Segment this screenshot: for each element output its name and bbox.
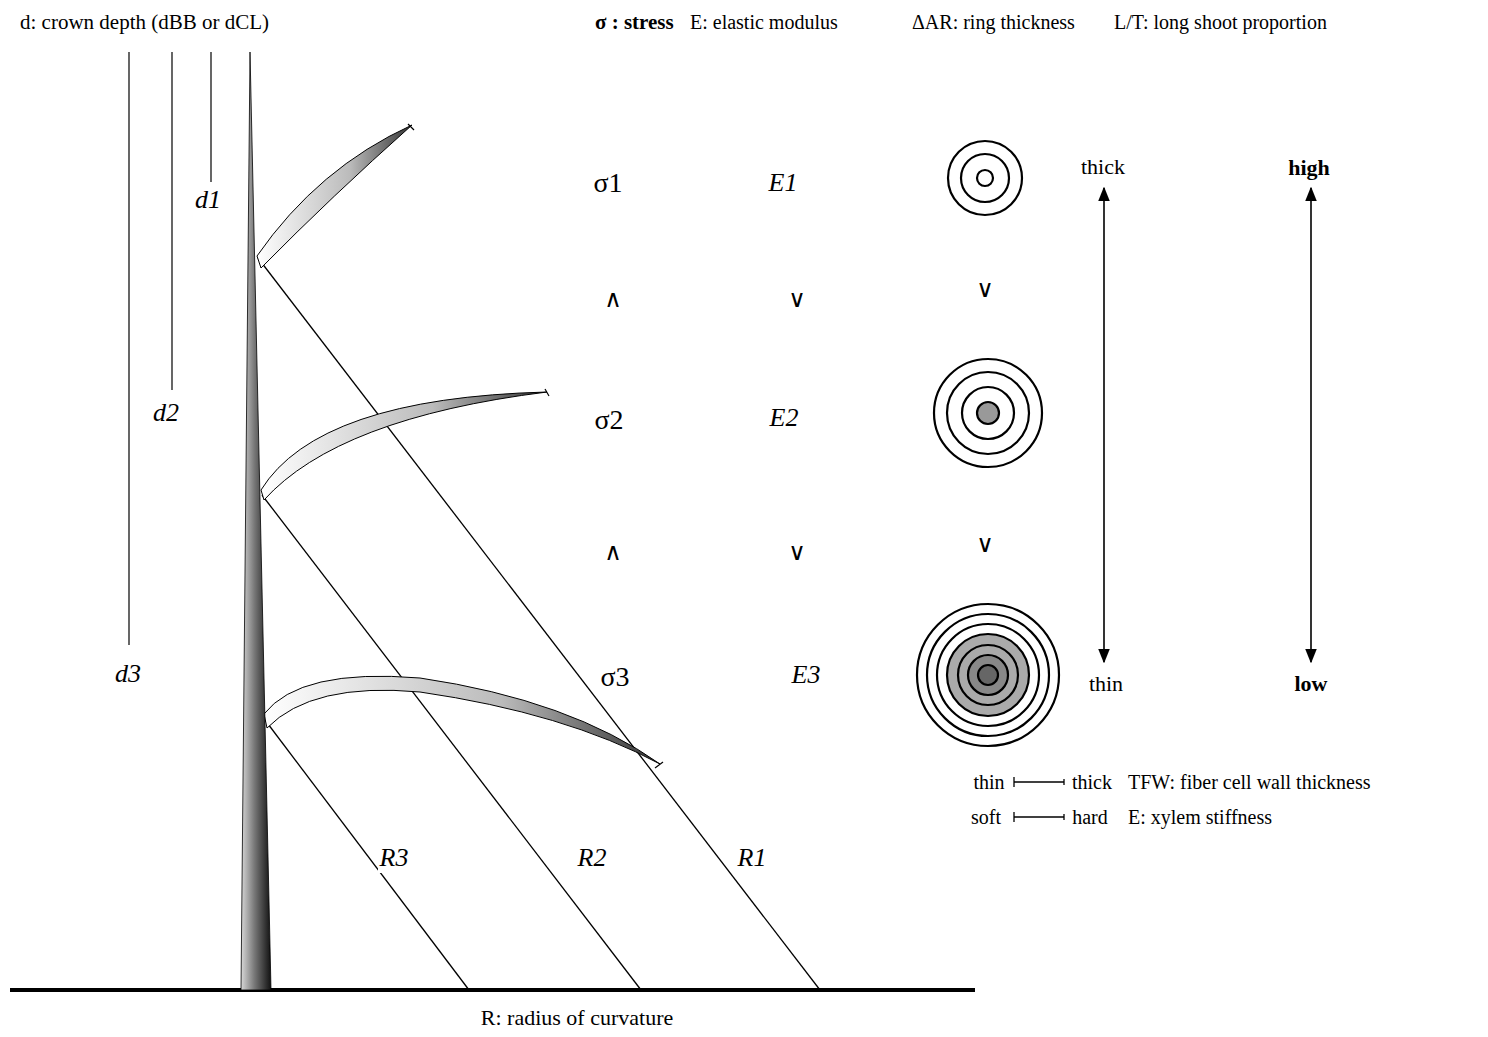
ring-core (978, 665, 998, 685)
depth-label: d3 (113, 659, 143, 689)
double-arrow (1310, 188, 1312, 662)
ring (962, 387, 1014, 439)
ring-core (977, 402, 999, 424)
stress-label: σ1 (591, 167, 624, 199)
modulus-label: E2 (768, 403, 801, 433)
radius-label: R1 (736, 843, 769, 873)
ring-core (968, 655, 1008, 695)
ring-section (917, 604, 1059, 746)
comparison-sign: ∨ (786, 286, 808, 314)
trunk-shape (241, 52, 271, 990)
ring-core (947, 634, 1029, 716)
comparison-sign: ∧ (602, 539, 624, 567)
ring-section (934, 359, 1042, 467)
branch-tip (408, 124, 414, 130)
depth-line (171, 52, 172, 390)
scale-bar (1014, 812, 1064, 822)
ring (961, 154, 1009, 202)
header-label: d: crown depth (dBB or dCL) (18, 10, 271, 34)
axis-end-label: low (1293, 671, 1330, 696)
scale-caption: E: xylem stiffness (1126, 806, 1274, 829)
branch-tip (655, 762, 663, 768)
axis-end-label: thick (1079, 154, 1127, 179)
header-label: ΔAR: ring thickness (910, 11, 1077, 34)
depth-label: d2 (151, 398, 181, 428)
depth-line (128, 52, 129, 645)
comparison-sign: ∨ (786, 539, 808, 567)
ring-section (948, 141, 1022, 215)
ground-line (10, 988, 975, 992)
ring (917, 604, 1059, 746)
radius-line (258, 258, 820, 990)
modulus-label: E1 (767, 168, 800, 198)
scale-end-label: thin (971, 771, 1006, 794)
header-label: σ : stress (593, 10, 676, 34)
double-arrow (1103, 188, 1105, 662)
radius-label: R2 (576, 843, 609, 873)
header-label: L/T: long shoot proportion (1112, 11, 1329, 34)
modulus-label: E3 (790, 660, 823, 690)
scale-caption: TFW: fiber cell wall thickness (1126, 771, 1373, 794)
ring (937, 624, 1039, 726)
scale-end-label: soft (969, 806, 1003, 829)
comparison-sign: ∧ (602, 286, 624, 314)
header-label: E: elastic modulus (688, 11, 840, 34)
ring (958, 645, 1018, 705)
depth-label: d1 (193, 185, 223, 215)
stress-label: σ3 (598, 661, 631, 693)
depth-line (210, 52, 211, 182)
ring (947, 372, 1029, 454)
ring (977, 170, 993, 186)
branch-shape (261, 392, 547, 500)
ring (927, 614, 1049, 736)
scale-bar (1014, 777, 1064, 787)
branch-tip (545, 389, 549, 396)
axis-end-label: high (1286, 155, 1332, 180)
scale-end-label: thick (1070, 771, 1114, 794)
ring (948, 141, 1022, 215)
axis-caption: R: radius of curvature (479, 1005, 675, 1030)
branch-shape (257, 125, 412, 268)
radius-line (262, 495, 641, 990)
comparison-sign: ∨ (974, 531, 996, 559)
ring (934, 359, 1042, 467)
radius-line (265, 720, 469, 990)
comparison-sign: ∨ (974, 276, 996, 304)
axis-end-label: thin (1087, 671, 1125, 696)
scale-end-label: hard (1070, 806, 1110, 829)
stress-label: σ2 (592, 404, 625, 436)
radius-label: R3 (378, 843, 411, 873)
